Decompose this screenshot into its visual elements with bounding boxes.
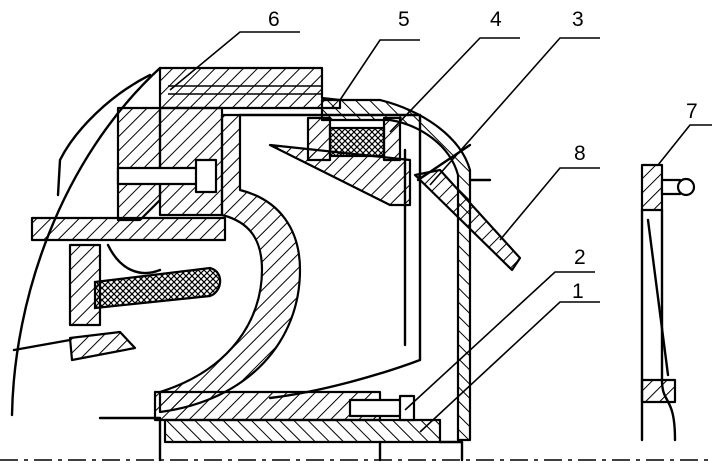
top-flange <box>158 66 342 110</box>
cover-part-5 <box>320 98 472 442</box>
cross-hatched-bar <box>93 266 222 310</box>
label-3: 3 <box>572 8 584 31</box>
wedge-arm <box>268 143 412 207</box>
label-8: 8 <box>574 142 586 165</box>
part-7-top <box>640 163 664 212</box>
leader-4 <box>389 37 520 133</box>
base-part-1 <box>163 418 442 444</box>
label-7: 7 <box>686 100 698 123</box>
bolt-part-2 <box>348 398 404 418</box>
leader-1 <box>419 301 600 433</box>
mid-bolt-nut <box>194 158 218 194</box>
label-6: 6 <box>268 8 280 31</box>
leader-6 <box>169 31 300 91</box>
label-5: 5 <box>398 8 410 31</box>
bottom-ring <box>153 390 382 422</box>
horizontal-ring <box>30 216 227 242</box>
lower-left-block <box>68 243 102 327</box>
label-2: 2 <box>574 246 586 269</box>
bottom-left-step <box>98 416 162 462</box>
curved-passage <box>106 243 162 275</box>
leader-2 <box>404 271 595 411</box>
label-4: 4 <box>490 8 502 31</box>
label-1: 1 <box>572 280 584 303</box>
lower-left-plate <box>68 330 137 362</box>
leader-8 <box>499 167 600 241</box>
blade-link <box>416 143 472 182</box>
inner-housing-arc <box>56 73 152 197</box>
part-7-body <box>640 208 677 442</box>
left-support <box>116 106 162 222</box>
leader-5 <box>339 39 420 101</box>
mid-bolt <box>116 166 200 186</box>
leader-3 <box>429 37 600 186</box>
part-7-bolt-head <box>676 177 696 197</box>
part-7-inner <box>646 218 670 377</box>
part-7-bottom <box>640 378 677 404</box>
lower-left-line <box>12 338 72 352</box>
leader-7 <box>657 124 712 166</box>
bottom-right-step <box>378 440 464 462</box>
